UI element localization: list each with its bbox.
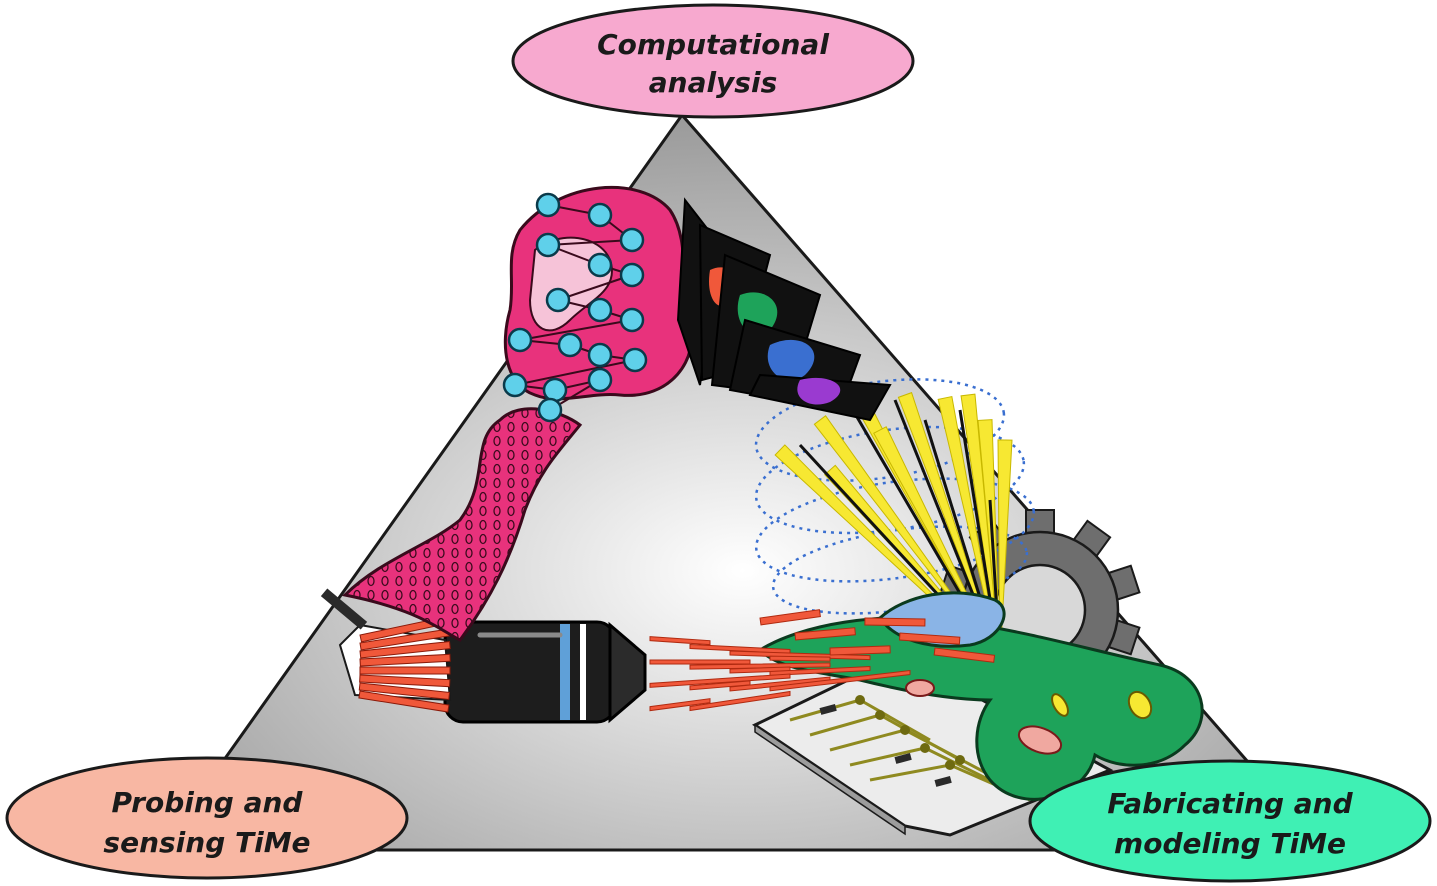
- red-laser-beams: [649, 609, 996, 712]
- network-node: [535, 232, 561, 258]
- left-ray: [358, 690, 450, 713]
- left-ray: [359, 653, 451, 667]
- node-computational: Computational analysis: [511, 3, 915, 119]
- left-laser-source: [320, 588, 452, 713]
- node-computational-line2: analysis: [649, 66, 778, 99]
- network-link: [519, 319, 633, 341]
- network-node: [619, 262, 645, 288]
- binary-stream-icon: [341, 407, 583, 642]
- network-node: [545, 287, 571, 313]
- node-fabricating-line1: Fabricating and: [1107, 787, 1353, 820]
- network-node: [587, 367, 613, 393]
- network-node: [502, 372, 528, 398]
- network-node: [587, 252, 613, 278]
- network-link: [557, 274, 633, 301]
- red-beam: [898, 632, 961, 645]
- network-node: [587, 202, 613, 228]
- network-node: [535, 192, 561, 218]
- red-beam: [829, 645, 891, 656]
- node-computational-line1: Computational: [597, 28, 829, 61]
- red-beam: [649, 698, 711, 712]
- red-beam: [649, 636, 711, 646]
- red-beam: [689, 662, 831, 670]
- red-beam: [769, 665, 871, 677]
- left-ray: [359, 674, 451, 688]
- node-fabricating-line2: modeling TiMe: [1114, 827, 1346, 860]
- network-node: [587, 297, 613, 323]
- red-beam: [759, 609, 821, 626]
- network-node: [557, 332, 583, 358]
- node-probing-line1: Probing and: [112, 786, 304, 819]
- red-beam: [794, 627, 856, 641]
- red-beam: [769, 655, 831, 662]
- microscope-objective-icon: [443, 620, 647, 724]
- network-link: [547, 239, 633, 246]
- neural-network-icon: [502, 185, 694, 423]
- organ-model-icon: [757, 591, 1204, 801]
- node-probing-line2: sensing TiMe: [103, 826, 310, 859]
- node-fabricating: Fabricating and modeling TiMe: [1028, 759, 1432, 883]
- image-stack-icon: [676, 197, 892, 422]
- network-node: [619, 227, 645, 253]
- network-node: [619, 307, 645, 333]
- network-node: [587, 342, 613, 368]
- red-beam: [689, 690, 791, 712]
- red-beam: [649, 659, 751, 665]
- network-node: [622, 347, 648, 373]
- network-node: [537, 397, 563, 423]
- network-node: [507, 327, 533, 353]
- left-ray: [359, 641, 451, 659]
- network-link: [514, 359, 636, 386]
- node-probing: Probing and sensing TiMe: [5, 756, 409, 880]
- red-beam: [729, 650, 871, 661]
- left-ray: [359, 666, 451, 675]
- red-beam: [649, 673, 791, 688]
- network-node: [542, 377, 568, 403]
- red-beam: [769, 669, 911, 692]
- left-ray: [358, 682, 451, 700]
- red-beam: [864, 617, 926, 627]
- red-beam: [933, 647, 996, 663]
